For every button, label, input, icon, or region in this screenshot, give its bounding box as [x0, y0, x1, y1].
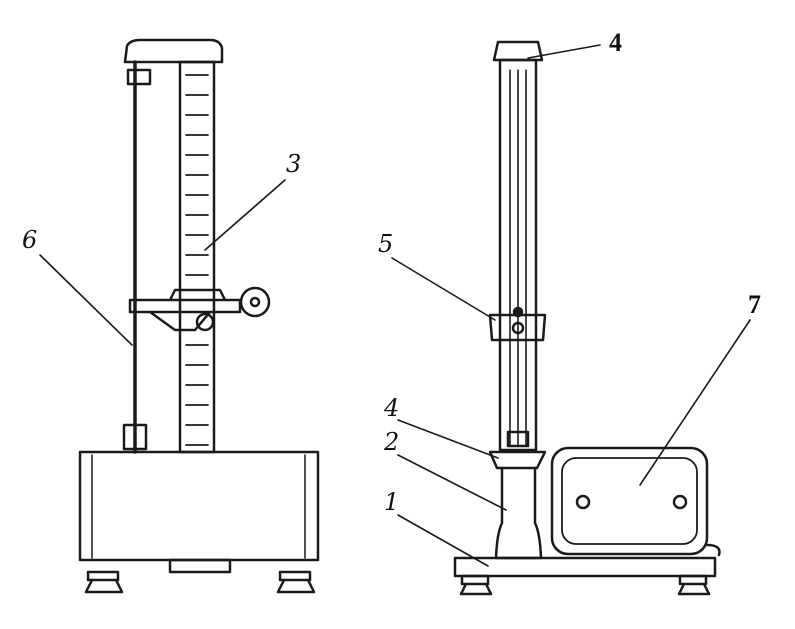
- lower-grip: [488, 450, 547, 470]
- right-foot: [276, 570, 316, 594]
- base-plate: [453, 556, 717, 578]
- label-5: 5: [378, 230, 394, 258]
- box-knob-left: [575, 494, 591, 510]
- left-foot: [84, 570, 124, 594]
- crosshead: [488, 313, 547, 342]
- right-machine-front-view: [453, 40, 721, 596]
- left-base-box: [78, 450, 320, 562]
- right-column: [498, 58, 538, 452]
- label-1: 1: [384, 488, 400, 516]
- lower-body: [494, 466, 543, 560]
- label-4-top: 4: [609, 28, 622, 57]
- label-4-lower: 4: [384, 394, 400, 422]
- screw-column: [178, 60, 216, 454]
- label-3: 3: [286, 150, 302, 178]
- left-machine-side-view: [78, 38, 320, 594]
- label-7: 7: [748, 290, 761, 319]
- carriage: [128, 288, 242, 332]
- box-knob-right: [672, 494, 688, 510]
- control-box: [550, 446, 709, 556]
- label-2: 2: [384, 428, 400, 456]
- top-cap: [123, 38, 224, 64]
- carriage-wheel: [239, 286, 271, 318]
- label-6: 6: [22, 226, 38, 254]
